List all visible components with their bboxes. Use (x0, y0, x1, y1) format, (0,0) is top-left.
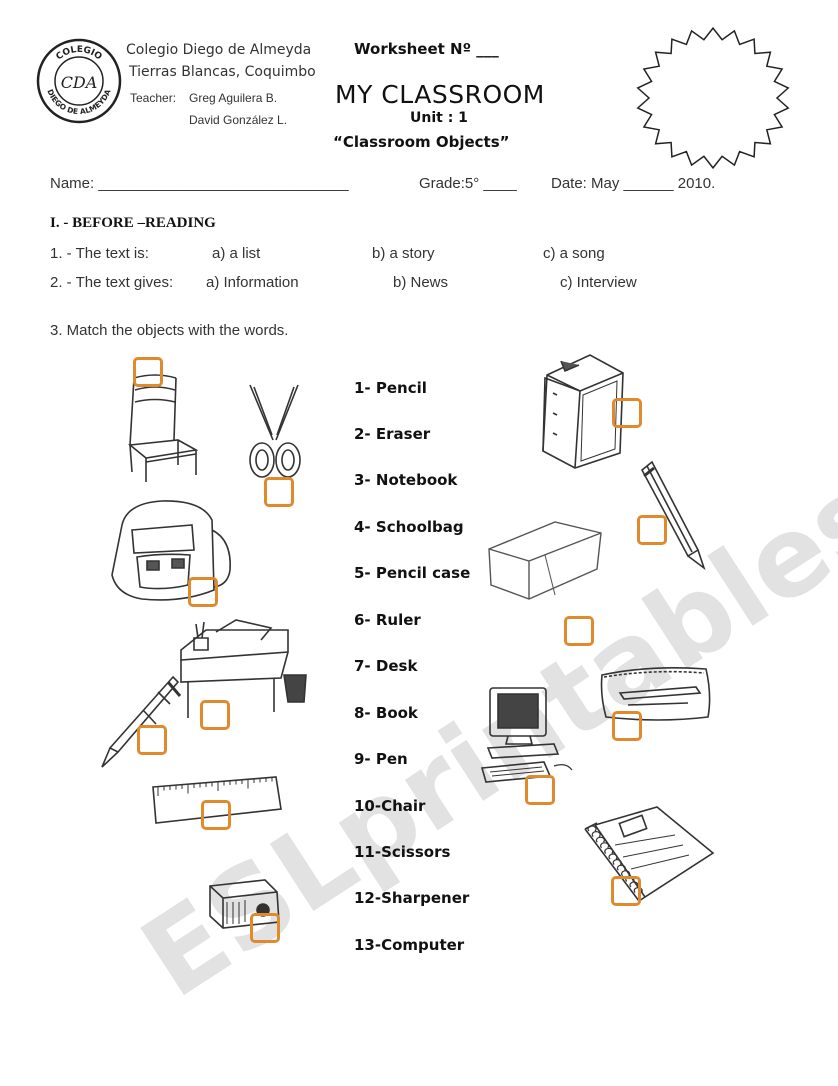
section-heading: I. - BEFORE –READING (50, 215, 216, 231)
q2-label: 2. - The text gives: (50, 274, 174, 291)
q1-label: 1. - The text is: (50, 245, 149, 262)
answer-box[interactable] (525, 775, 555, 805)
answer-box[interactable] (200, 700, 230, 730)
computer-icon (478, 686, 578, 786)
word-item: 12-Sharpener (354, 889, 470, 907)
page-title: MY CLASSROOM (335, 80, 545, 109)
answer-box[interactable] (612, 398, 642, 428)
school-location: Tierras Blancas, Coquimbo (129, 64, 316, 80)
word-item: 2- Eraser (354, 425, 431, 443)
pencil-case-icon (598, 665, 713, 725)
answer-box[interactable] (137, 725, 167, 755)
word-item: 8- Book (354, 704, 418, 722)
scissors-icon (240, 385, 310, 485)
school-logo: COLEGIO DIEGO DE ALMEYDA CDA (36, 38, 122, 124)
svg-text:COLEGIO: COLEGIO (54, 45, 103, 63)
answer-box[interactable] (188, 577, 218, 607)
q3-instruction: 3. Match the objects with the words. (50, 322, 289, 339)
pen-icon (98, 672, 183, 772)
word-item: 5- Pencil case (354, 564, 471, 582)
school-name: Colegio Diego de Almeyda (126, 42, 312, 58)
answer-box[interactable] (133, 357, 163, 387)
answer-box[interactable] (611, 876, 641, 906)
answer-box[interactable] (264, 477, 294, 507)
answer-box[interactable] (250, 913, 280, 943)
page-subtitle: “Classroom Objects” (333, 133, 510, 151)
eraser-icon (485, 517, 605, 605)
teacher-1: Greg Aguilera B. (189, 91, 278, 105)
word-item: 4- Schoolbag (354, 518, 464, 536)
answer-box[interactable] (201, 800, 231, 830)
word-item: 6- Ruler (354, 611, 421, 629)
answer-box[interactable] (564, 616, 594, 646)
unit-label: Unit : 1 (410, 110, 468, 126)
worksheet-number: Worksheet Nº ___ (354, 40, 499, 58)
q1-option-b: b) a story (372, 245, 435, 262)
logo-top-text: COLEGIO (54, 45, 103, 63)
answer-box[interactable] (637, 515, 667, 545)
word-item: 1- Pencil (354, 379, 427, 397)
word-item: 10-Chair (354, 797, 426, 815)
ruler-icon (148, 775, 283, 835)
desk-icon (176, 620, 306, 720)
q2-option-b: b) News (393, 274, 449, 291)
teacher-label: Teacher: (130, 91, 177, 105)
chair-icon (112, 370, 202, 485)
teacher-2: David González L. (189, 113, 288, 127)
pencil-icon (640, 460, 710, 570)
notebook-icon (575, 805, 715, 905)
word-item: 13-Computer (354, 936, 465, 954)
name-field: Name: ______________________________ (50, 175, 349, 192)
logo-bottom-text: DIEGO DE ALMEYDA (45, 88, 112, 116)
book-icon (535, 353, 630, 471)
date-field: Date: May ______ 2010. (551, 175, 716, 192)
word-item: 7- Desk (354, 657, 418, 675)
word-item: 9- Pen (354, 750, 408, 768)
logo-monogram: CDA (61, 73, 98, 92)
star-outline (638, 28, 788, 168)
schoolbag-icon (102, 495, 237, 607)
word-item: 3- Notebook (354, 471, 458, 489)
q2-option-a: a) Information (206, 274, 299, 291)
score-star-badge (633, 24, 793, 172)
grade-field: Grade:5° ____ (419, 175, 517, 192)
svg-text:DIEGO DE ALMEYDA: DIEGO DE ALMEYDA (45, 88, 112, 116)
q1-option-a: a) a list (212, 245, 261, 262)
q1-option-c: c) a song (543, 245, 605, 262)
q2-option-c: c) Interview (560, 274, 637, 291)
answer-box[interactable] (612, 711, 642, 741)
word-item: 11-Scissors (354, 843, 451, 861)
